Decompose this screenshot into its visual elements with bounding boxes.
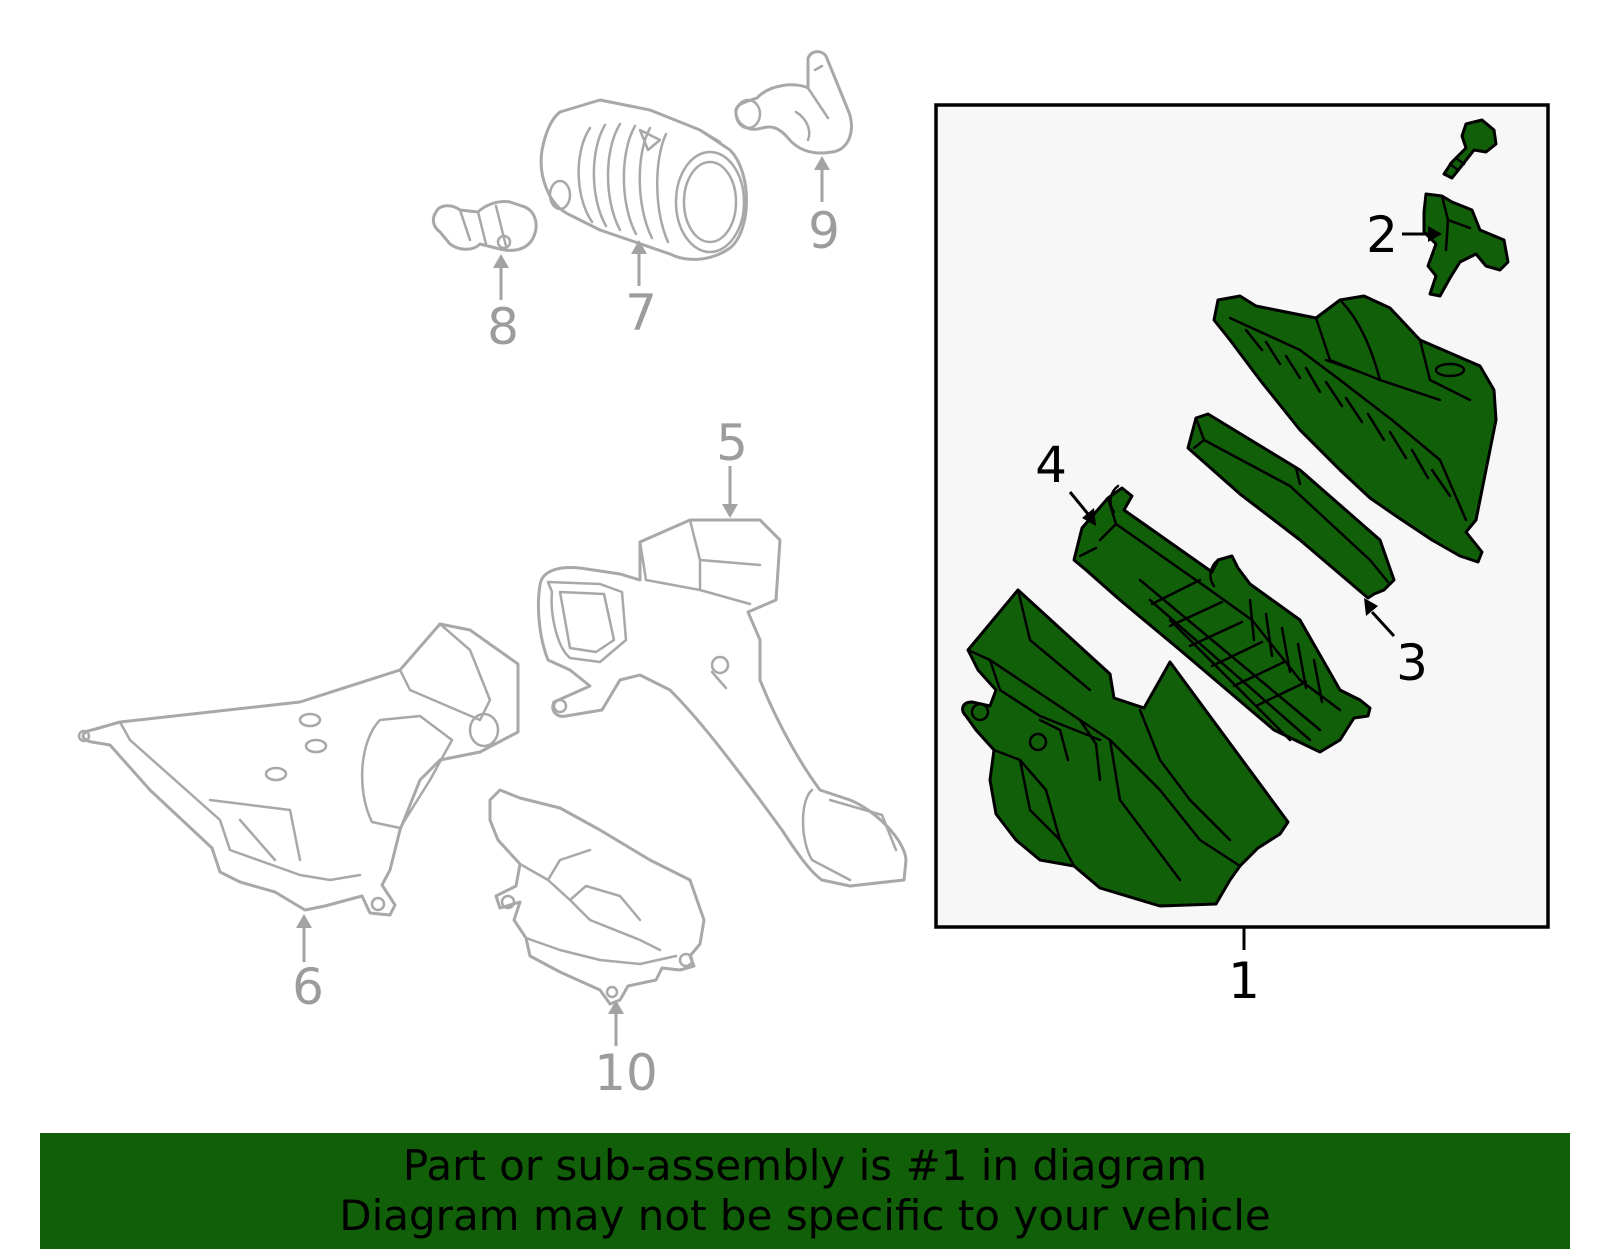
callout-arrow-5: [722, 466, 738, 518]
callout-3: 3: [1396, 634, 1428, 692]
callout-arrow-2: [1402, 226, 1442, 242]
info-banner: Part or sub-assembly is #1 in diagram Di…: [40, 1133, 1570, 1249]
callout-4: 4: [1035, 436, 1067, 494]
part-7-intake-duct[interactable]: [539, 98, 748, 261]
part-10-resonator[interactable]: [488, 788, 706, 1006]
callout-1: 1: [1228, 952, 1260, 1010]
part-8-sensor[interactable]: [431, 200, 538, 252]
callout-arrow-9: [814, 156, 830, 202]
bolt: [1442, 118, 1498, 180]
callout-arrow-4: [1068, 491, 1096, 526]
part-6-lower-duct[interactable]: [77, 622, 520, 917]
part-3-filter-element[interactable]: [1186, 412, 1396, 600]
callout-arrow-3: [1364, 598, 1396, 638]
part-2-sensor[interactable]: [1422, 192, 1510, 298]
banner-line-1: Part or sub-assembly is #1 in diagram: [402, 1141, 1208, 1190]
callout-arrow-10: [608, 1000, 624, 1046]
lower-housing[interactable]: [961, 588, 1290, 908]
callout-8: 8: [487, 298, 519, 356]
callout-arrow-8: [493, 254, 509, 300]
callout-arrow-7: [631, 240, 647, 286]
part-9-hose[interactable]: [734, 50, 853, 155]
callout-2: 2: [1366, 206, 1398, 264]
callout-9: 9: [808, 202, 840, 260]
callout-5: 5: [716, 414, 748, 472]
callout-arrow-6: [296, 914, 312, 962]
upper-housing-cover[interactable]: [1212, 294, 1498, 564]
banner-line-2: Diagram may not be specific to your vehi…: [339, 1191, 1271, 1240]
callout-10: 10: [594, 1044, 658, 1102]
callout-6: 6: [292, 958, 324, 1016]
part-4-housing-frame[interactable]: [1072, 484, 1372, 754]
callout-7: 7: [625, 284, 657, 342]
part-5-air-duct[interactable]: [536, 518, 908, 888]
